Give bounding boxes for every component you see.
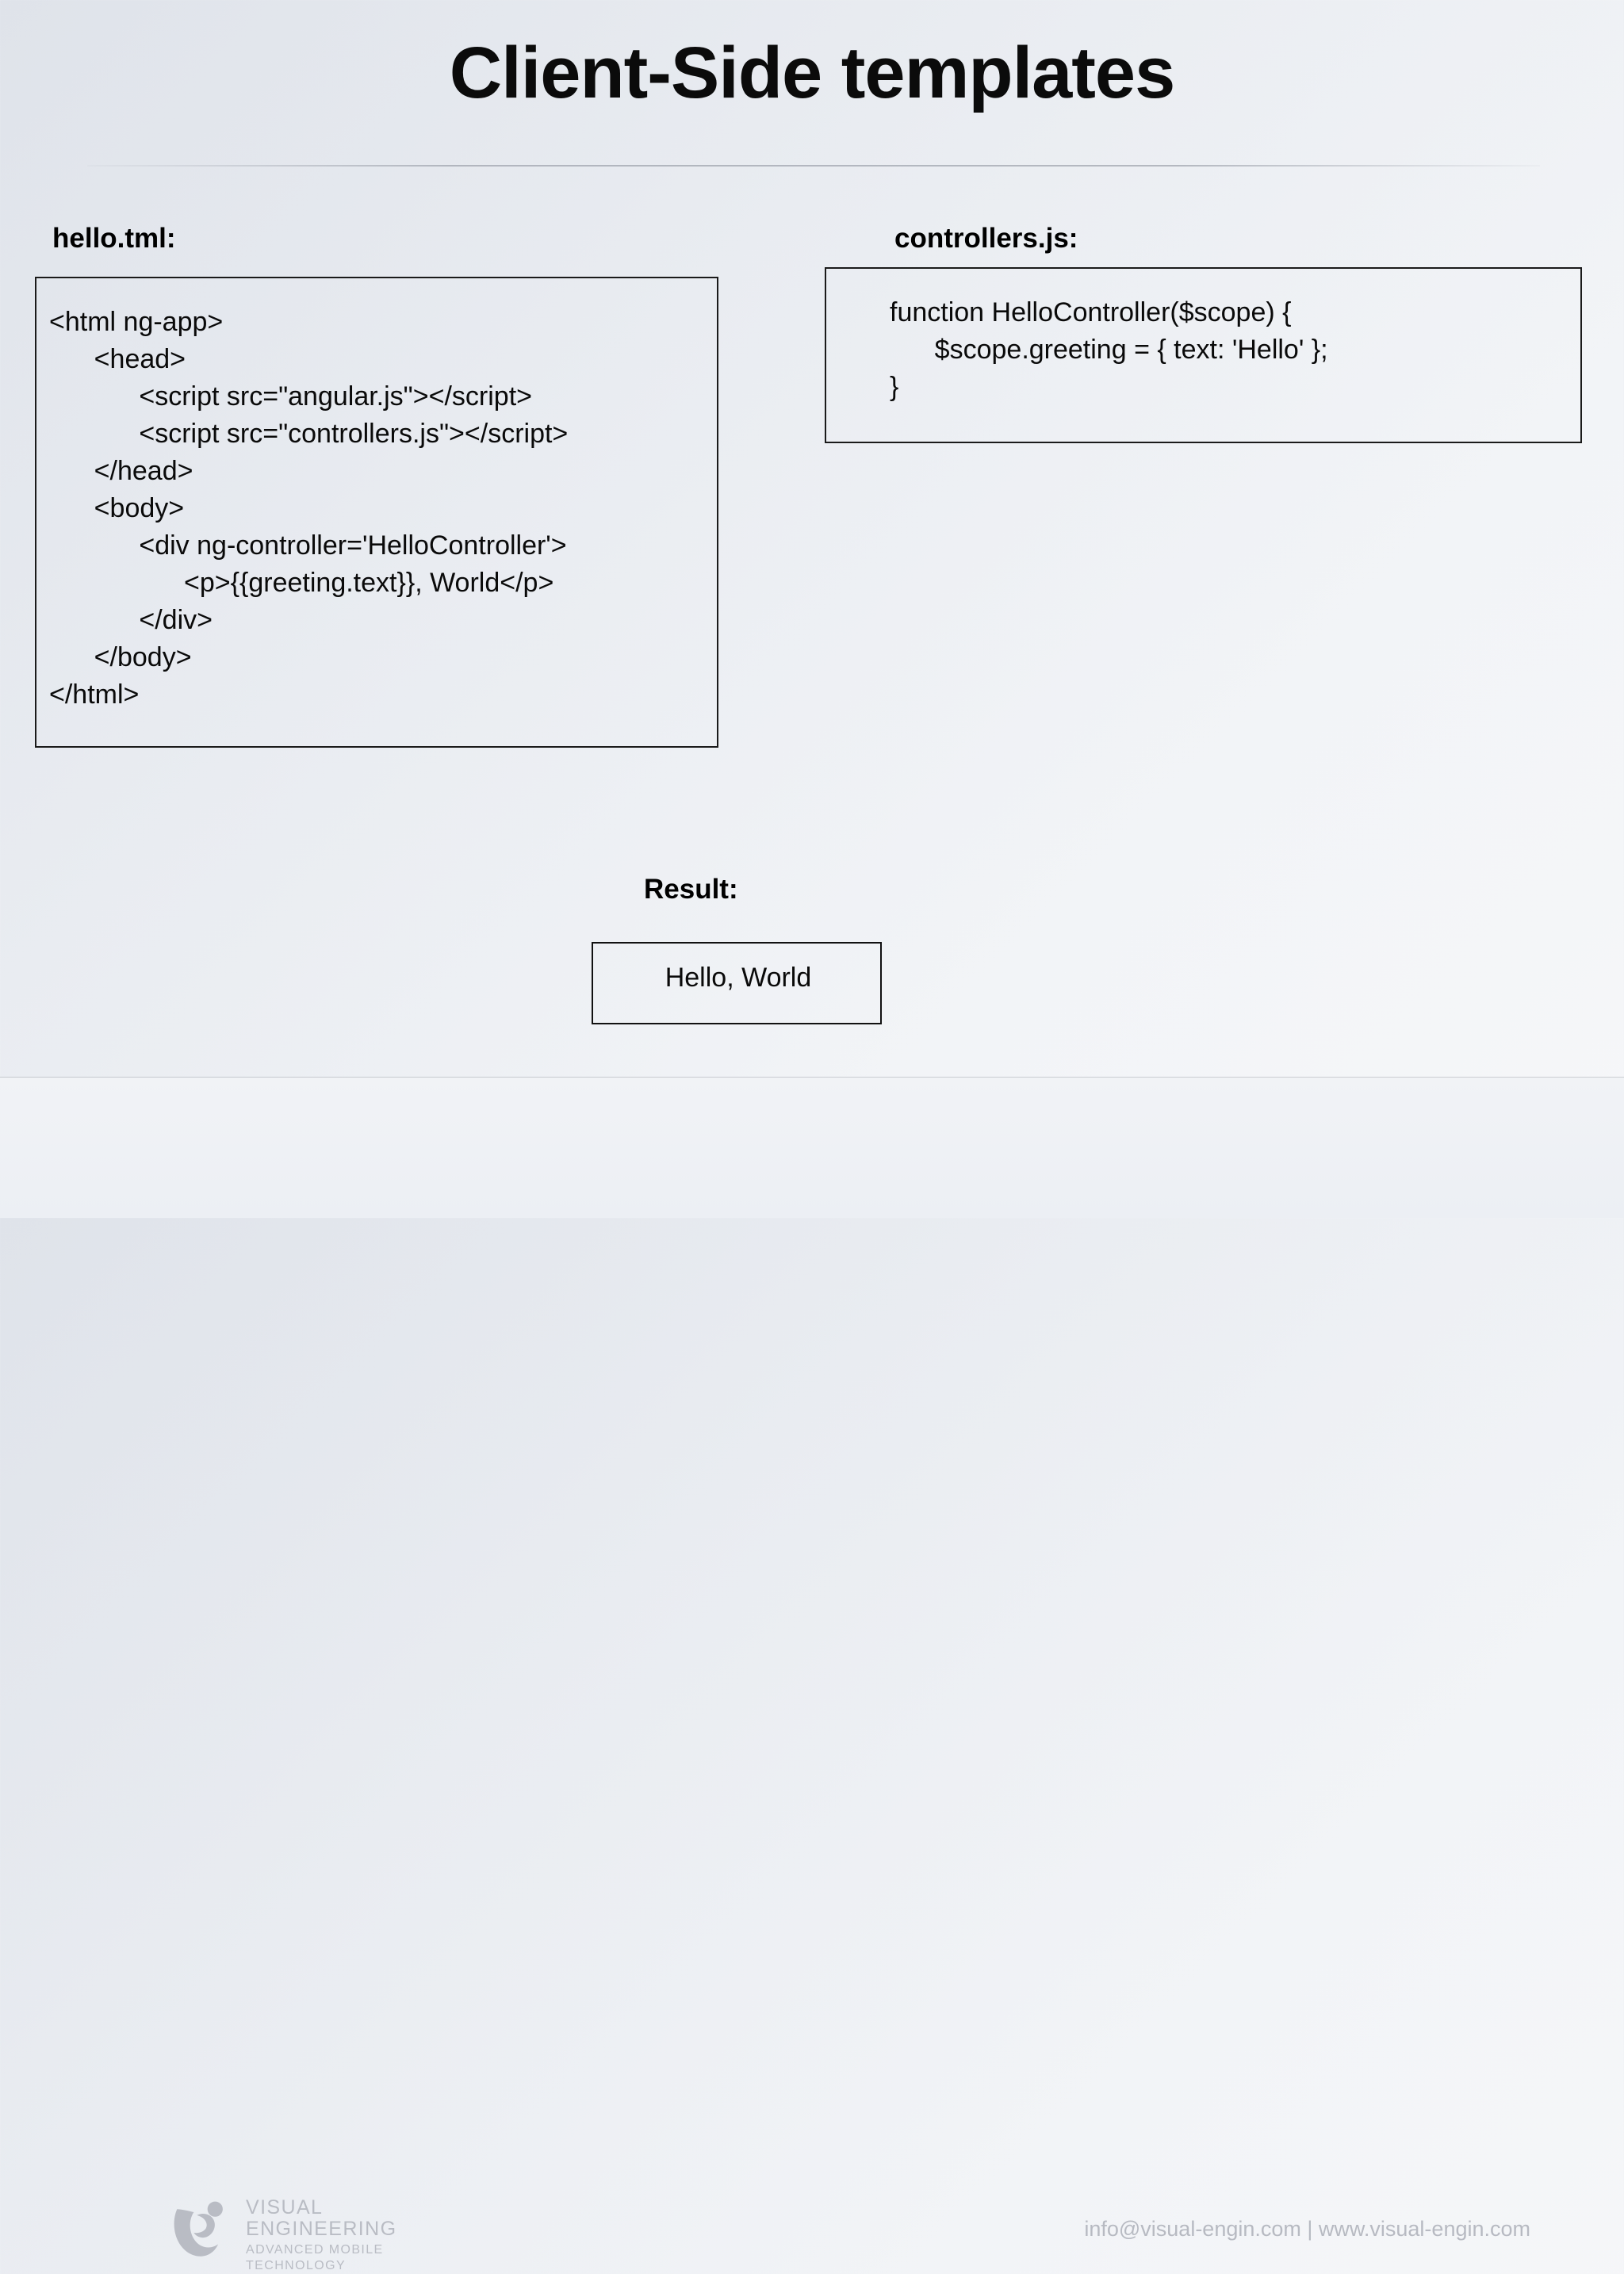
- footer-bar: VISUAL ENGINEERING ADVANCED MOBILE TECHN…: [0, 1078, 1624, 2272]
- result-output-text: Hello, World: [665, 963, 812, 993]
- result-output-box: Hello, World: [592, 942, 882, 1024]
- hello-tml-code-box: <html ng-app> <head> <script src="angula…: [35, 277, 718, 748]
- footer-divider: [0, 1077, 1624, 1078]
- footer-brand-line-3: ADVANCED MOBILE: [246, 2243, 384, 2257]
- controllers-js-code-text: function HelloController($scope) { $scop…: [890, 297, 1328, 402]
- footer-brand-line-4: TECHNOLOGY: [246, 2259, 347, 2272]
- result-label: Result:: [644, 874, 738, 905]
- footer-brand-text: VISUAL ENGINEERING ADVANCED MOBILE TECHN…: [246, 2197, 396, 2274]
- controllers-js-code-box: function HelloController($scope) { $scop…: [825, 267, 1582, 443]
- hello-tml-code-text: <html ng-app> <head> <script src="angula…: [49, 307, 569, 710]
- footer-contact-info: info@visual-engin.com | www.visual-engin…: [1084, 2217, 1530, 2241]
- hello-tml-label: hello.tml:: [52, 223, 176, 254]
- visual-engineering-logo-icon: [174, 2201, 223, 2257]
- slide-root: Client-Side templates hello.tml: <html n…: [0, 33, 1624, 2272]
- controllers-js-label: controllers.js:: [894, 223, 1078, 254]
- footer-brand-line-2: ENGINEERING: [246, 2218, 397, 2240]
- footer-brand-line-1: VISUAL: [246, 2196, 324, 2218]
- page-title: Client-Side templates: [449, 33, 1176, 113]
- title-divider: [87, 165, 1540, 167]
